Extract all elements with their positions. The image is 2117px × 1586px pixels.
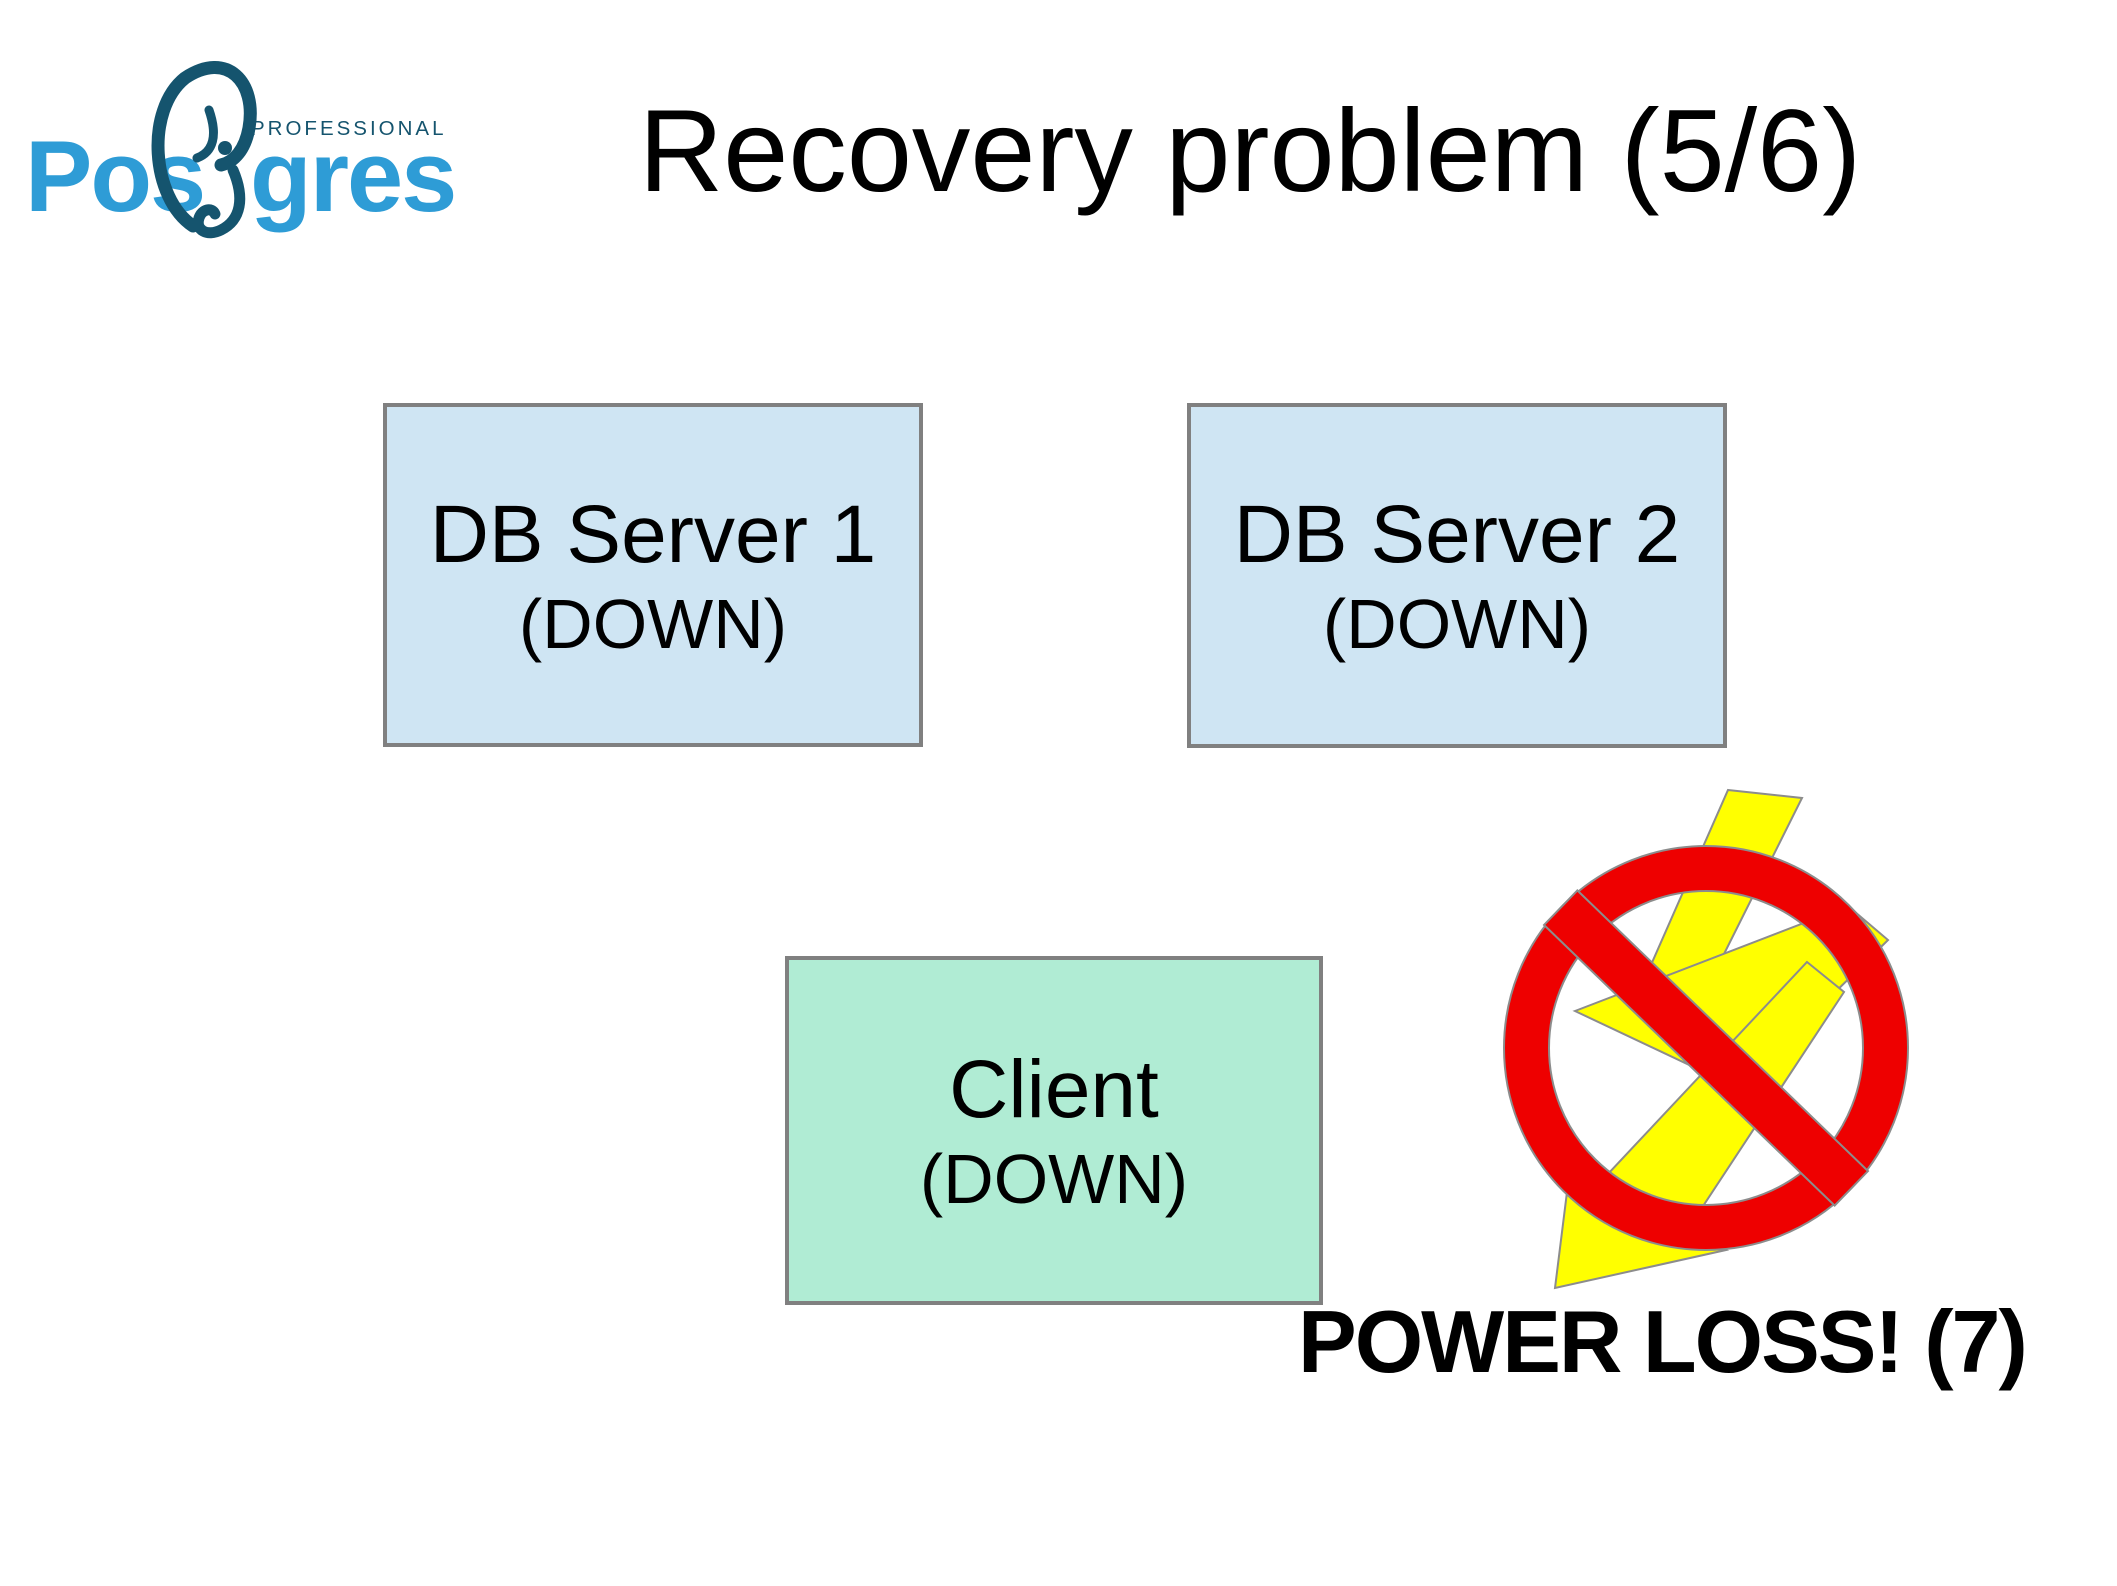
db-server-1-box: DB Server 1 (DOWN) (383, 403, 923, 747)
prohibition-sign (1503, 845, 1909, 1251)
elephant-eye (218, 141, 232, 155)
slide-title: Recovery problem (5/6) (638, 85, 1862, 216)
prohibition-slash (1542, 889, 1870, 1207)
db-server-1-status: (DOWN) (518, 584, 788, 663)
prohibition-ring-outer-outline (1503, 845, 1909, 1251)
client-label: Client (949, 1044, 1159, 1136)
prohibition-ring (1504, 846, 1908, 1250)
elephant-ear (151, 61, 257, 233)
db-server-2-label: DB Server 2 (1233, 489, 1681, 581)
elephant-trunk (192, 164, 246, 239)
power-loss-caption: POWER LOSS! (7) (1298, 1292, 2028, 1391)
db-server-2-status: (DOWN) (1322, 585, 1592, 664)
postgres-professional-logo: Pos gres PROFESSIONAL (0, 0, 480, 260)
elephant-icon (151, 61, 257, 239)
client-box: Client (DOWN) (785, 956, 1323, 1305)
logo-tagline: PROFESSIONAL (251, 117, 447, 140)
db-server-2-box: DB Server 2 (DOWN) (1187, 403, 1727, 748)
elephant-ear-inner-curl (192, 105, 218, 163)
lightning-bolt-middle-segment (1572, 904, 1890, 1090)
prohibition-ring-inner-outline (1548, 890, 1864, 1206)
db-server-1-label: DB Server 1 (429, 488, 877, 580)
client-status: (DOWN) (919, 1140, 1189, 1219)
logo-brand-suffix: gres (250, 121, 457, 233)
no-power-icon (1503, 788, 1909, 1290)
